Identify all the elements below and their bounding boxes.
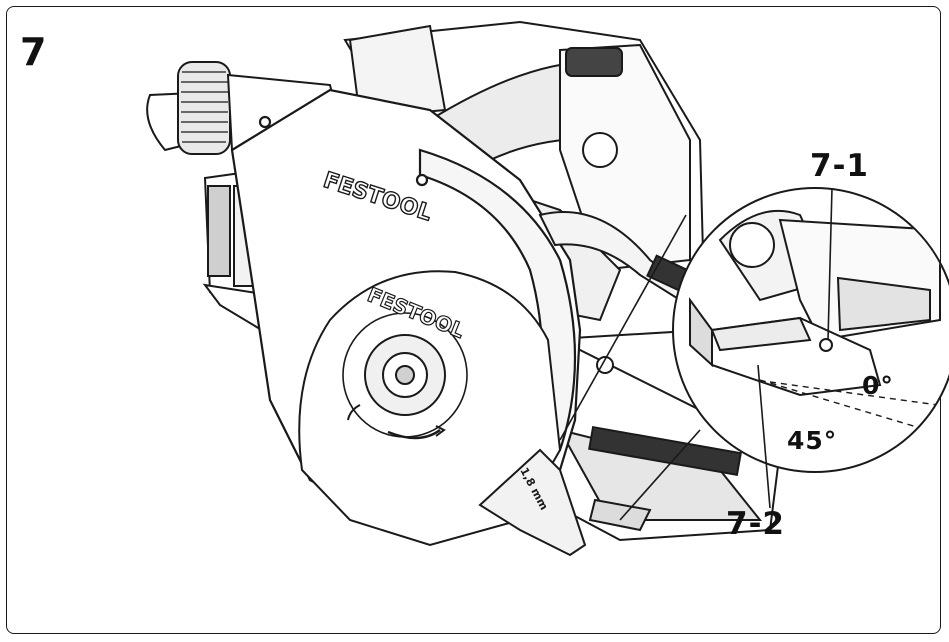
magnifier-detail-circle — [559, 187, 949, 521]
callout-7-1: 7-1 — [810, 148, 870, 184]
motor-housing — [343, 20, 707, 342]
callout-leader-2 — [757, 364, 771, 509]
saw-blade — [298, 270, 562, 547]
retractable-guard — [478, 448, 587, 557]
bevel-angle-0: 0° — [862, 371, 894, 400]
callout-leader-1 — [827, 187, 833, 341]
bevel-angle-45: 45° — [787, 426, 838, 455]
figure-number: 7 — [20, 30, 48, 74]
callout-7-2: 7-2 — [726, 506, 786, 542]
